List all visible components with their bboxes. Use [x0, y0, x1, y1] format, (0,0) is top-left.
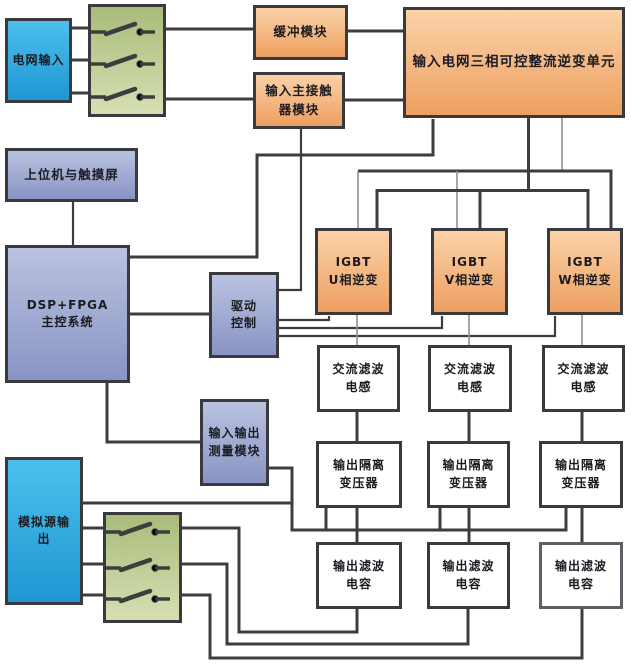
breaker-switch-icon	[106, 557, 170, 573]
block-main-contactor: 输入主接触 器模块	[253, 72, 345, 129]
block-drive-control-label: 驱动 控制	[230, 298, 257, 330]
wire-drive-to-igbt-v	[279, 316, 444, 330]
block-igbt-u-inverter: IGBT U相逆变	[315, 228, 392, 315]
block-output-transformer-u-label: 输出隔离 变压器	[332, 458, 385, 490]
block-main-contactor-label: 输入主接触 器模块	[265, 83, 333, 117]
block-output-transformer-v-label: 输出隔离 变压器	[442, 458, 495, 490]
wire-dc-bus-lower	[375, 189, 590, 229]
breaker-switch-icon	[91, 53, 155, 69]
block-dsp-fpga-main-control-label: DSP+FPGA 主控系统	[26, 297, 109, 329]
block-buffer-module-label: 缓冲模块	[273, 24, 328, 40]
wire-contactor-to-drive	[278, 129, 303, 292]
wire-measurement-branch	[268, 466, 294, 504]
block-ac-filter-inductor-v-label: 交流滤波 电感	[443, 362, 496, 394]
block-drive-control: 驱动 控制	[209, 272, 279, 358]
wire-switch-to-capacitor-w	[180, 593, 584, 660]
breaker-switch-icon	[91, 86, 155, 102]
block-ac-filter-inductor-u-label: 交流滤波 电感	[332, 362, 385, 394]
block-igbt-w-inverter: IGBT W相逆变	[547, 228, 623, 315]
block-rectifier-inverter-unit: 输入电网三相可控整流逆变单元	[403, 7, 625, 118]
wire-analog-bus	[83, 501, 568, 532]
block-buffer-module: 缓冲模块	[253, 5, 348, 60]
block-host-touchscreen: 上位机与触摸屏	[5, 148, 138, 202]
block-rectifier-inverter-unit-label: 输入电网三相可控整流逆变单元	[412, 53, 616, 70]
block-ac-filter-inductor-w: 交流滤波 电感	[542, 345, 625, 412]
block-igbt-w-inverter-label: IGBT W相逆变	[558, 255, 612, 287]
block-output-filter-capacitor-v-label: 输出滤波 电容	[442, 559, 495, 591]
block-output-transformer-u: 输出隔离 变压器	[316, 441, 402, 508]
block-output-filter-capacitor-u: 输出滤波 电容	[316, 542, 402, 609]
block-dsp-fpga-main-control: DSP+FPGA 主控系统	[5, 245, 130, 383]
block-analog-source-output: 模拟源输 出	[5, 457, 83, 605]
block-output-transformer-v: 输出隔离 变压器	[427, 441, 510, 508]
block-output-filter-capacitor-w-label: 输出滤波 电容	[554, 559, 607, 591]
block-io-measurement-module-label: 输入输出 测量模块	[208, 426, 261, 458]
block-output-filter-capacitor-v: 输出滤波 电容	[427, 542, 510, 609]
block-output-transformer-w: 输出隔离 变压器	[539, 441, 623, 508]
wire-switch-to-capacitor-u	[180, 526, 359, 634]
block-ac-filter-inductor-u: 交流滤波 电感	[317, 345, 400, 412]
wire-dsp-to-rectifier	[130, 119, 435, 259]
block-grid-input: 电网输入	[5, 18, 72, 103]
wire-switch-to-capacitor-v	[180, 562, 470, 646]
block-output-switch-bank	[103, 512, 182, 623]
block-analog-source-output-label: 模拟源输 出	[17, 514, 70, 546]
wire-drive-to-igbt-u	[279, 316, 331, 322]
wire-dc-bus-upper	[358, 169, 613, 229]
block-output-filter-capacitor-w: 输出滤波 电容	[539, 542, 623, 609]
wire-dsp-to-measurement	[105, 383, 201, 444]
block-igbt-u-inverter-label: IGBT U相逆变	[328, 255, 379, 287]
block-output-transformer-w-label: 输出隔离 变压器	[554, 458, 607, 490]
breaker-switch-icon	[106, 588, 170, 604]
block-igbt-v-inverter: IGBT V相逆变	[431, 228, 508, 315]
wire-drive-to-igbt-w	[279, 316, 557, 338]
breaker-switch-icon	[91, 21, 155, 37]
block-io-measurement-module: 输入输出 测量模块	[200, 399, 269, 486]
block-ac-filter-inductor-v: 交流滤波 电感	[428, 345, 512, 412]
block-igbt-v-inverter-label: IGBT V相逆变	[444, 255, 495, 287]
block-output-filter-capacitor-u-label: 输出滤波 电容	[332, 559, 385, 591]
block-grid-input-label: 电网输入	[12, 52, 65, 67]
block-ac-filter-inductor-w-label: 交流滤波 电感	[557, 362, 610, 394]
breaker-switch-icon	[106, 521, 170, 537]
block-input-switch-bank	[88, 4, 166, 117]
block-host-touchscreen-label: 上位机与触摸屏	[24, 166, 119, 182]
